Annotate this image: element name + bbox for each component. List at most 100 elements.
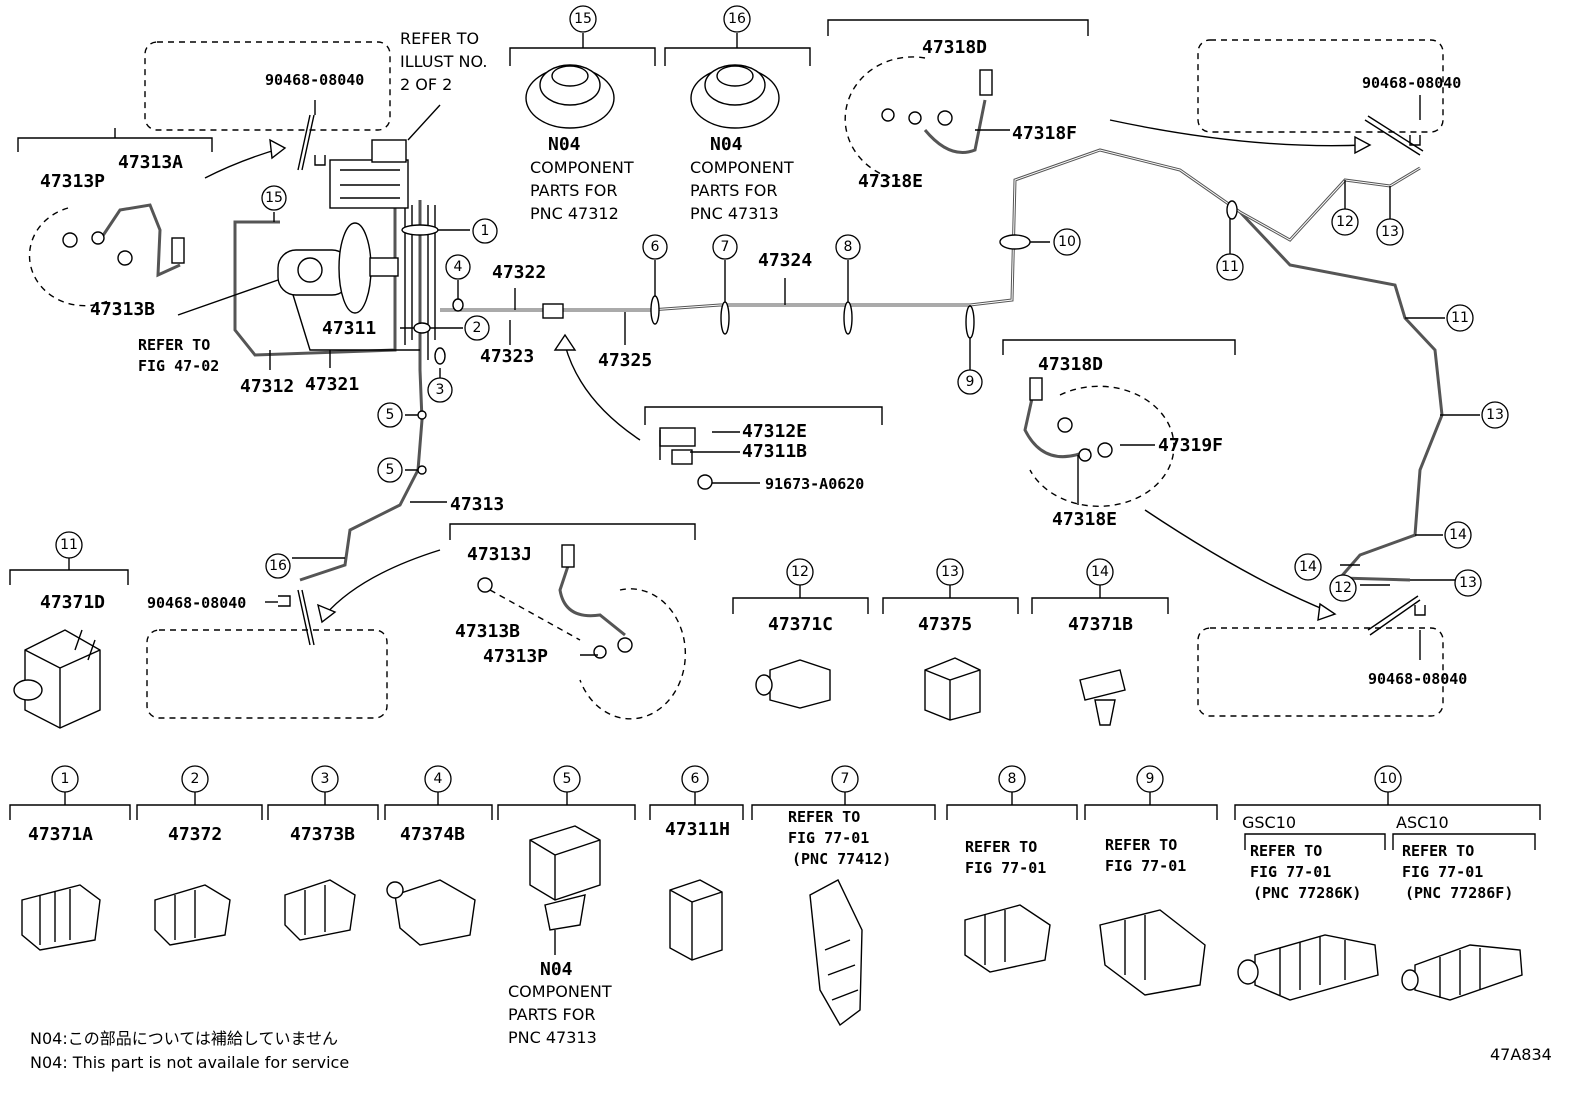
hose-detail-47319F bbox=[1023, 377, 1175, 507]
clip-8-icon bbox=[964, 904, 1051, 973]
svg-text:15: 15 bbox=[574, 11, 592, 27]
callout-7-legend: 7 bbox=[831, 765, 859, 793]
svg-text:3: 3 bbox=[321, 771, 330, 787]
svg-text:1: 1 bbox=[61, 771, 70, 787]
hose-detail-47318F bbox=[844, 56, 993, 181]
note-n04-5: N04 bbox=[540, 959, 573, 980]
note-ref10a-3: (PNC 77286K) bbox=[1253, 884, 1361, 902]
clip-47371D-icon bbox=[13, 629, 101, 729]
svg-text:11: 11 bbox=[1451, 310, 1469, 326]
label-bolt-bottom-right: 90468-08040 bbox=[1368, 670, 1467, 688]
note-ref8-2: FIG 77-01 bbox=[965, 859, 1046, 877]
label-47313: 47313 bbox=[450, 494, 504, 515]
label-47311: 47311 bbox=[322, 318, 376, 339]
note-asc10: ASC10 bbox=[1396, 813, 1449, 832]
clip-47371B-icon bbox=[1079, 669, 1126, 726]
label-47371B: 47371B bbox=[1068, 614, 1133, 635]
note-ref7-1: REFER TO bbox=[788, 808, 860, 826]
note-n04-15: N04 bbox=[548, 134, 581, 155]
svg-text:7: 7 bbox=[841, 771, 850, 787]
callout-13c: 13 bbox=[1454, 569, 1482, 597]
note-ref10b-1: REFER TO bbox=[1402, 842, 1474, 860]
callout-14a: 14 bbox=[1444, 521, 1472, 549]
svg-text:10: 10 bbox=[1058, 234, 1076, 250]
callout-2: 2 bbox=[464, 315, 490, 341]
svg-text:14: 14 bbox=[1449, 527, 1467, 543]
label-47311B: 47311B bbox=[742, 441, 807, 462]
callout-13b: 13 bbox=[1481, 401, 1509, 429]
note-comp-15-3: PNC 47312 bbox=[530, 204, 619, 223]
callout-11-legend: 11 bbox=[55, 531, 83, 559]
svg-text:2: 2 bbox=[473, 320, 482, 336]
svg-text:5: 5 bbox=[563, 771, 572, 787]
clip-47374B-icon bbox=[386, 879, 476, 946]
callout-3: 3 bbox=[427, 377, 453, 403]
svg-text:15: 15 bbox=[265, 190, 283, 206]
clip-47375-icon bbox=[924, 657, 981, 721]
svg-text:13: 13 bbox=[1381, 224, 1399, 240]
note-ref7-2: FIG 77-01 bbox=[788, 829, 869, 847]
callout-5-legend: 5 bbox=[553, 765, 581, 793]
callout-13-legend: 13 bbox=[936, 558, 964, 586]
note-comp-15-2: PARTS FOR bbox=[530, 181, 617, 200]
svg-text:12: 12 bbox=[791, 564, 809, 580]
clip-47371C-icon bbox=[755, 659, 831, 709]
svg-text:9: 9 bbox=[1146, 771, 1155, 787]
label-47313A: 47313A bbox=[118, 152, 183, 173]
svg-text:1: 1 bbox=[481, 223, 490, 239]
clip-5-icon bbox=[529, 825, 601, 931]
note-refer-fig4702-2: FIG 47-02 bbox=[138, 357, 219, 375]
note-n04-16: N04 bbox=[710, 134, 743, 155]
note-comp-16-2: PARTS FOR bbox=[690, 181, 777, 200]
label-bolt-bottom-left: 90468-08040 bbox=[147, 594, 246, 612]
svg-text:5: 5 bbox=[386, 407, 395, 423]
clip-47371A-icon bbox=[21, 884, 101, 951]
label-91673: 91673-A0620 bbox=[765, 475, 864, 493]
callout-3-legend: 3 bbox=[311, 765, 339, 793]
callout-9: 9 bbox=[957, 369, 983, 395]
hose-detail-47313A bbox=[28, 203, 185, 307]
notes: REFER TO ILLUST NO. 2 OF 2 REFER TO FIG … bbox=[30, 29, 1552, 1072]
label-47318E-b: 47318E bbox=[1052, 509, 1117, 530]
callout-16a: 16 bbox=[265, 553, 291, 579]
svg-text:3: 3 bbox=[436, 382, 445, 398]
label-bolt-top-left: 90468-08040 bbox=[265, 71, 364, 89]
callout-12a: 12 bbox=[1331, 208, 1359, 236]
label-47312E: 47312E bbox=[742, 421, 807, 442]
footnote-jp: N04:この部品については補給していません bbox=[30, 1029, 338, 1048]
label-47322: 47322 bbox=[492, 262, 546, 283]
callout-circles: 1 2 3 4 5 5 6 7 8 9 10 11 11 12 13 13 14… bbox=[51, 5, 1509, 793]
clip-47372-icon bbox=[154, 884, 231, 946]
note-comp-15-1: COMPONENT bbox=[530, 158, 634, 177]
svg-text:10: 10 bbox=[1379, 771, 1397, 787]
label-47375: 47375 bbox=[918, 614, 972, 635]
callout-13a: 13 bbox=[1376, 218, 1404, 246]
illustration-id: 47A834 bbox=[1490, 1045, 1552, 1064]
label-47321: 47321 bbox=[305, 374, 359, 395]
label-47323: 47323 bbox=[480, 346, 534, 367]
detail-box-top-right bbox=[1197, 39, 1444, 133]
note-gsc10: GSC10 bbox=[1242, 813, 1296, 832]
master-cylinder-assembly bbox=[277, 139, 409, 314]
svg-text:11: 11 bbox=[60, 537, 78, 553]
note-ref8-1: REFER TO bbox=[965, 838, 1037, 856]
svg-text:8: 8 bbox=[844, 239, 853, 255]
bolt-hardware bbox=[278, 114, 1426, 646]
callout-2-legend: 2 bbox=[181, 765, 209, 793]
note-comp-16-3: PNC 47313 bbox=[690, 204, 779, 223]
label-47318F: 47318F bbox=[1012, 123, 1077, 144]
svg-text:4: 4 bbox=[454, 259, 463, 275]
footnote-en: N04: This part is not availale for servi… bbox=[30, 1053, 349, 1072]
svg-text:11: 11 bbox=[1221, 259, 1239, 275]
svg-text:6: 6 bbox=[691, 771, 700, 787]
callout-15a: 15 bbox=[261, 185, 287, 211]
svg-text:16: 16 bbox=[728, 11, 746, 27]
clip-10-gsc-icon bbox=[1237, 934, 1379, 1001]
callout-11b: 11 bbox=[1446, 304, 1474, 332]
note-refer-fig4702-1: REFER TO bbox=[138, 336, 210, 354]
label-47372: 47372 bbox=[168, 824, 222, 845]
callout-6-legend: 6 bbox=[681, 765, 709, 793]
clip-7-icon bbox=[809, 879, 863, 1027]
detail-box-top-left bbox=[144, 41, 391, 131]
